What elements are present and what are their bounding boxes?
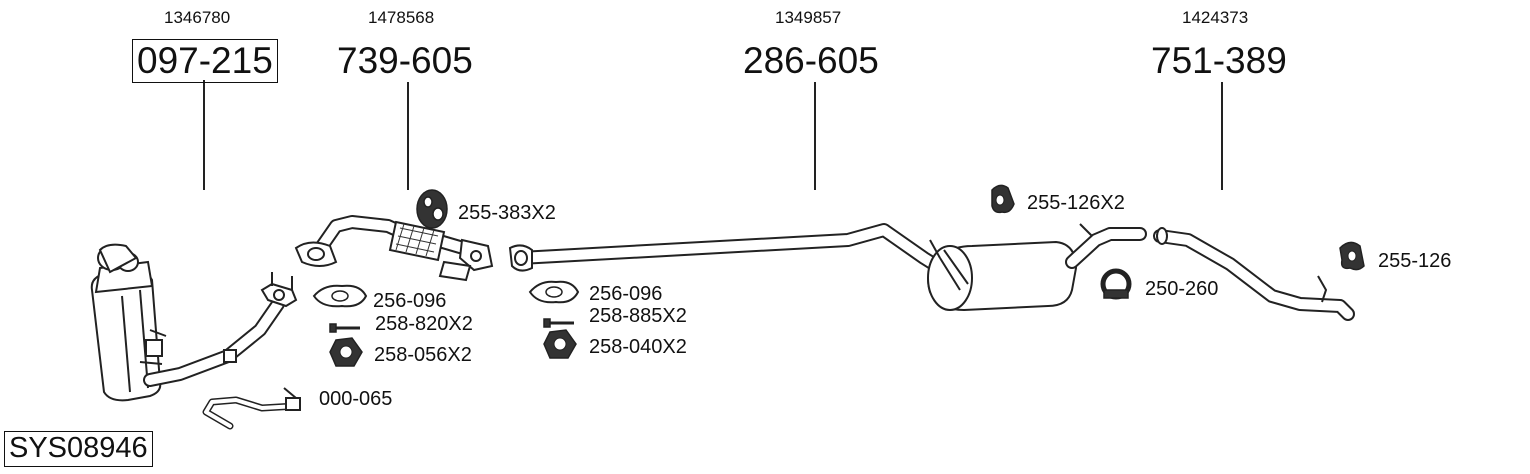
nut-icon bbox=[329, 337, 363, 367]
oem-number: 1346780 bbox=[164, 8, 231, 27]
flex-pipe-icon bbox=[294, 215, 494, 282]
gasket-icon bbox=[528, 280, 580, 304]
oem-number: 1424373 bbox=[1182, 8, 1249, 27]
pipe-clamp-icon bbox=[1100, 268, 1132, 300]
sensor-pipe-icon bbox=[202, 387, 301, 430]
part-number-link[interactable]: 739-605 bbox=[337, 40, 473, 81]
part-number-link[interactable]: 286-605 bbox=[743, 40, 879, 81]
fitting-label[interactable]: 250-260 bbox=[1145, 278, 1219, 300]
fitting-label[interactable]: 256-096 bbox=[589, 283, 663, 305]
fitting-label[interactable]: 256-096 bbox=[373, 290, 447, 312]
fitting-label[interactable]: 255-126X2 bbox=[1027, 192, 1125, 214]
centre-pipe-icon bbox=[508, 223, 947, 275]
rubber-hanger-icon bbox=[1339, 241, 1365, 271]
rubber-hanger-icon bbox=[416, 189, 448, 229]
front-pipe-icon bbox=[143, 272, 298, 387]
oem-number: 1478568 bbox=[368, 8, 435, 27]
rear-silencer-icon bbox=[927, 223, 1147, 312]
system-id: SYS08946 bbox=[4, 431, 153, 467]
fitting-label[interactable]: 258-040X2 bbox=[589, 336, 687, 358]
nut-icon bbox=[543, 329, 577, 359]
gasket-icon bbox=[312, 284, 368, 308]
oem-number: 1349857 bbox=[775, 8, 842, 27]
tail-pipe-icon bbox=[1153, 227, 1355, 321]
fitting-label[interactable]: 258-885X2 bbox=[589, 305, 687, 327]
fitting-label[interactable]: 258-056X2 bbox=[374, 344, 472, 366]
fitting-label[interactable]: 258-820X2 bbox=[375, 313, 473, 335]
bolt-icon bbox=[329, 323, 360, 333]
part-number-link[interactable]: 097-215 bbox=[132, 39, 278, 83]
bolt-icon bbox=[543, 318, 574, 328]
particulate-filter-icon bbox=[90, 243, 167, 402]
fitting-label[interactable]: 255-383X2 bbox=[458, 202, 556, 224]
fitting-label[interactable]: 000-065 bbox=[319, 388, 393, 410]
part-number-link[interactable]: 751-389 bbox=[1151, 40, 1287, 81]
fitting-label[interactable]: 255-126 bbox=[1378, 250, 1452, 272]
rubber-hanger-icon bbox=[991, 184, 1015, 214]
